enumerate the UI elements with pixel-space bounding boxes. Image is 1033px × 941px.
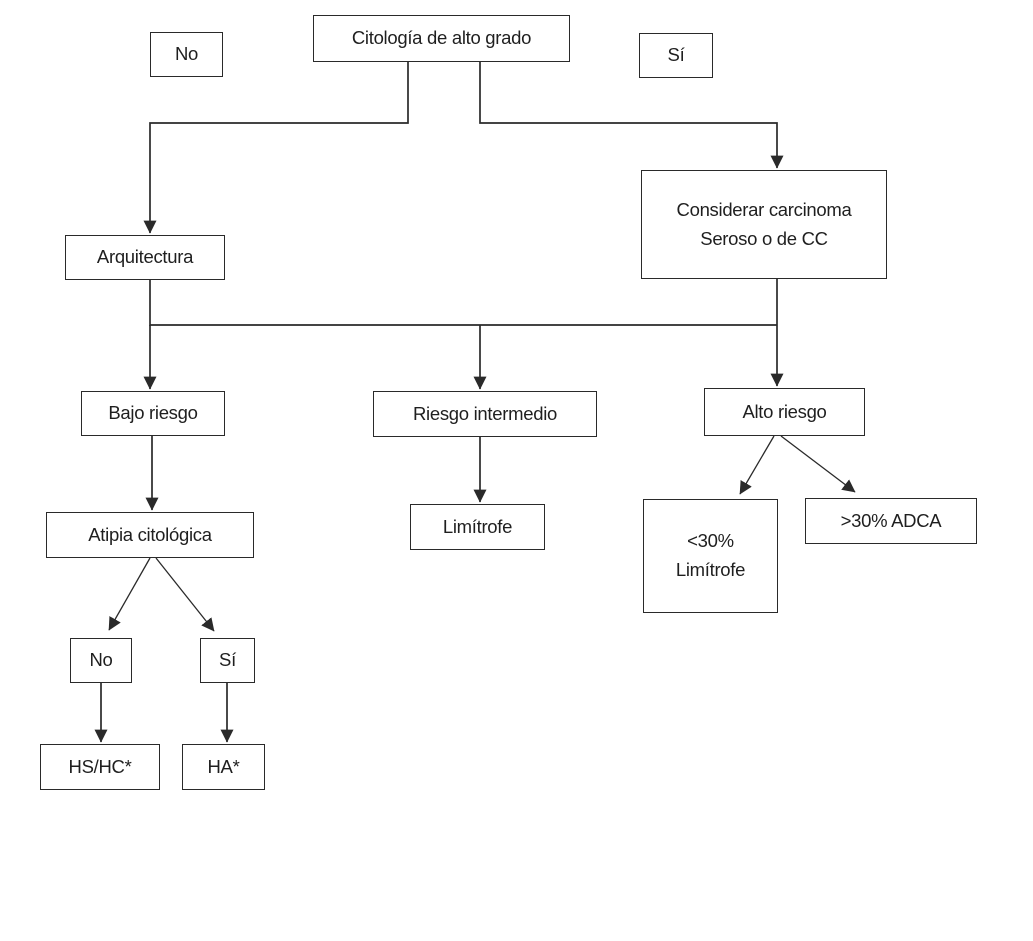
node-citologia-label: Citología de alto grado <box>351 27 532 49</box>
node-si-small-label: Sí <box>219 649 236 671</box>
node-ha: HA* <box>182 744 265 790</box>
node-limitrofe-label: Limítrofe <box>442 515 513 537</box>
node-si-top: Sí <box>639 33 713 78</box>
node-considerar-line1: Considerar carcinoma <box>676 198 852 220</box>
edge-top-to-arquitectura <box>143 62 409 234</box>
node-arquitectura: Arquitectura <box>65 235 225 280</box>
node-no-small: No <box>70 638 132 683</box>
node-mayor-30-adca: >30% ADCA <box>805 498 977 544</box>
node-considerar-line2: Seroso o de CC <box>700 227 828 249</box>
node-si-top-label: Sí <box>667 44 685 66</box>
node-arquitectura-label: Arquitectura <box>96 246 194 268</box>
edge-atipia-to-no <box>108 557 151 631</box>
node-bajo-riesgo: Bajo riesgo <box>81 391 225 436</box>
edge-alto-to-mayor30 <box>780 435 856 493</box>
node-no-top: No <box>150 32 223 77</box>
node-menor-30-limitrofe: <30% Limítrofe <box>643 499 778 613</box>
edge-top-to-considerar <box>479 62 784 169</box>
node-no-small-label: No <box>89 649 113 671</box>
node-riesgo-intermedio-label: Riesgo intermedio <box>412 402 557 424</box>
node-si-small: Sí <box>200 638 255 683</box>
node-mayor-30-adca-label: >30% ADCA <box>840 509 942 531</box>
node-no-top-label: No <box>174 43 199 65</box>
edge-alto-to-menor30 <box>739 435 775 495</box>
node-menor-30-line2: Limítrofe <box>675 559 746 580</box>
node-hs-hc-label: HS/HC* <box>68 755 132 777</box>
node-ha-label: HA* <box>207 755 240 777</box>
node-riesgo-intermedio: Riesgo intermedio <box>373 391 597 437</box>
node-limitrofe: Limítrofe <box>410 504 545 550</box>
node-atipia-citologica-label: Atipia citológica <box>88 523 212 545</box>
node-bajo-riesgo-label: Bajo riesgo <box>108 402 198 424</box>
node-alto-riesgo-label: Alto riesgo <box>742 400 827 422</box>
node-alto-riesgo: Alto riesgo <box>704 388 865 436</box>
edge-atipia-to-si <box>155 557 215 632</box>
node-menor-30-line1: <30% <box>687 530 734 552</box>
node-considerar-carcinoma: Considerar carcinoma Seroso o de CC <box>641 170 887 279</box>
node-hs-hc: HS/HC* <box>40 744 160 790</box>
node-citologia-de-alto-grado: Citología de alto grado <box>313 15 570 62</box>
node-atipia-citologica: Atipia citológica <box>46 512 254 558</box>
